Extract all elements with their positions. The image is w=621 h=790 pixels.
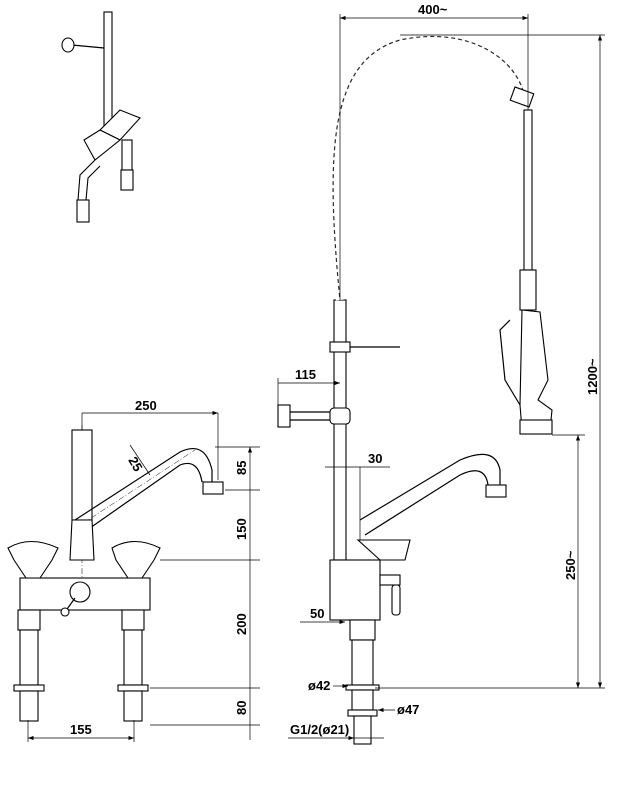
dim-thread: G1/2(ø21) [290,722,349,737]
mixer-dimensions: 250 25 85 150 200 80 155 [27,398,260,742]
dim-80: 80 [234,701,249,715]
dim-150: 150 [234,518,249,540]
dim-1200: 1200~ [585,358,600,395]
dim-115: 115 [295,367,316,382]
pre-rinse-dimensions: 400~ 1200~ 250~ 115 30 50 ø42 ø47 G1/2(ø… [277,2,605,741]
mixer-front-view [7,425,224,722]
pre-rinse-side-view [277,32,553,745]
isometric-thumbnail [61,11,141,223]
dim-30: 30 [368,451,382,466]
dim-155: 155 [70,722,92,737]
dim-200: 200 [234,613,249,635]
dim-400: 400~ [418,2,448,17]
dim-dia42: ø42 [308,678,330,693]
dim-85: 85 [234,461,249,475]
dim-250-spout: 250~ [563,550,578,580]
dim-25: 25 [125,454,145,474]
dim-dia47: ø47 [397,702,419,717]
dim-50: 50 [310,606,324,621]
dim-250: 250 [135,398,157,413]
